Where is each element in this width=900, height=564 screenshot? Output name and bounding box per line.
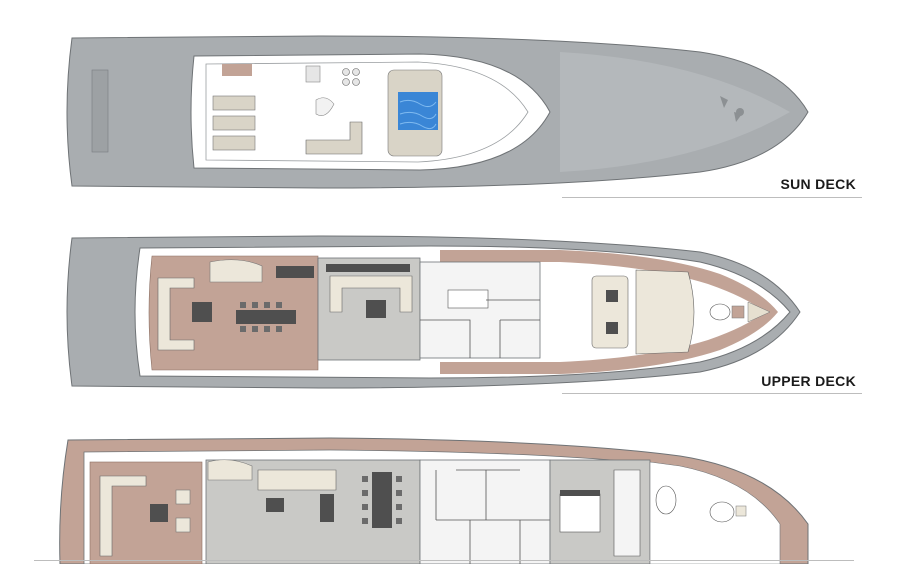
dining-table xyxy=(236,310,296,324)
sky-lounge-cabinet xyxy=(326,264,410,272)
bar-stool xyxy=(352,68,360,76)
main-deck-galley xyxy=(419,459,551,564)
forward-lounge-sofa xyxy=(591,275,629,349)
main-salon-cabinet xyxy=(320,494,334,522)
pool-water-ripples xyxy=(399,99,437,130)
bow-equipment xyxy=(720,96,742,122)
sun-deck-hatch xyxy=(222,64,252,76)
forward-lounge-table xyxy=(606,322,618,334)
sun-deck-superstructure xyxy=(190,53,551,171)
upper-deck-bow-tip xyxy=(747,301,771,323)
bow-locker xyxy=(731,305,745,319)
bar-stool xyxy=(342,78,350,86)
bow-hatch xyxy=(709,303,731,321)
bow-capstan xyxy=(736,108,744,116)
bar-stool xyxy=(342,68,350,76)
stern-swim-platform xyxy=(91,69,109,153)
main-deck-chair xyxy=(175,489,191,505)
upper-deck-partitions xyxy=(420,299,540,358)
owner-bed-headboard xyxy=(560,490,600,496)
main-deck-plan xyxy=(59,437,809,564)
upper-deck-rule xyxy=(562,393,862,394)
upper-deck-plan xyxy=(66,235,801,389)
main-salon-sofa xyxy=(257,469,337,491)
dining-chairs xyxy=(240,302,282,332)
aft-sofa xyxy=(157,277,195,351)
sun-lounger xyxy=(212,95,256,111)
forward-sunpad xyxy=(635,269,695,355)
upper-deck-stair xyxy=(209,259,263,283)
sun-deck-sofa xyxy=(305,121,363,155)
sun-deck-plan xyxy=(66,35,809,189)
forward-lounge-table xyxy=(606,290,618,302)
forward-locker xyxy=(735,505,747,517)
aft-coffee-table xyxy=(192,302,212,322)
upper-deck-label: UPPER DECK xyxy=(761,373,856,389)
main-deck-aft-sofa xyxy=(99,475,147,557)
sun-deck-bar xyxy=(305,65,321,83)
wheelhouse-console xyxy=(447,289,489,309)
main-deck-partitions xyxy=(435,469,550,564)
upper-deck-bar-counter xyxy=(276,266,314,278)
sun-deck-label: SUN DECK xyxy=(780,176,856,192)
forward-hatch xyxy=(709,501,735,523)
bar-stool xyxy=(352,78,360,86)
sun-deck-bow-shading xyxy=(560,52,790,172)
upper-galley xyxy=(419,261,541,359)
sun-lounger xyxy=(212,135,256,151)
sky-lounge-table xyxy=(366,300,386,318)
main-deck-rule xyxy=(34,560,854,561)
main-deck-stair xyxy=(207,459,253,481)
main-deck-aft-table xyxy=(150,504,168,522)
sun-deck-helm-chair xyxy=(315,97,335,116)
main-deck-chair xyxy=(175,517,191,533)
sun-lounger xyxy=(212,115,256,131)
sky-lounge-sofa xyxy=(329,275,413,313)
main-dining-table xyxy=(372,472,392,528)
sun-deck-rule xyxy=(562,197,862,198)
main-salon-table xyxy=(266,498,284,512)
tender-chair xyxy=(655,485,677,515)
main-dining-chairs xyxy=(362,476,402,524)
owner-cabin-wardrobe xyxy=(613,469,641,557)
sun-deck-inner-line xyxy=(205,61,529,163)
owner-bed xyxy=(559,493,601,533)
